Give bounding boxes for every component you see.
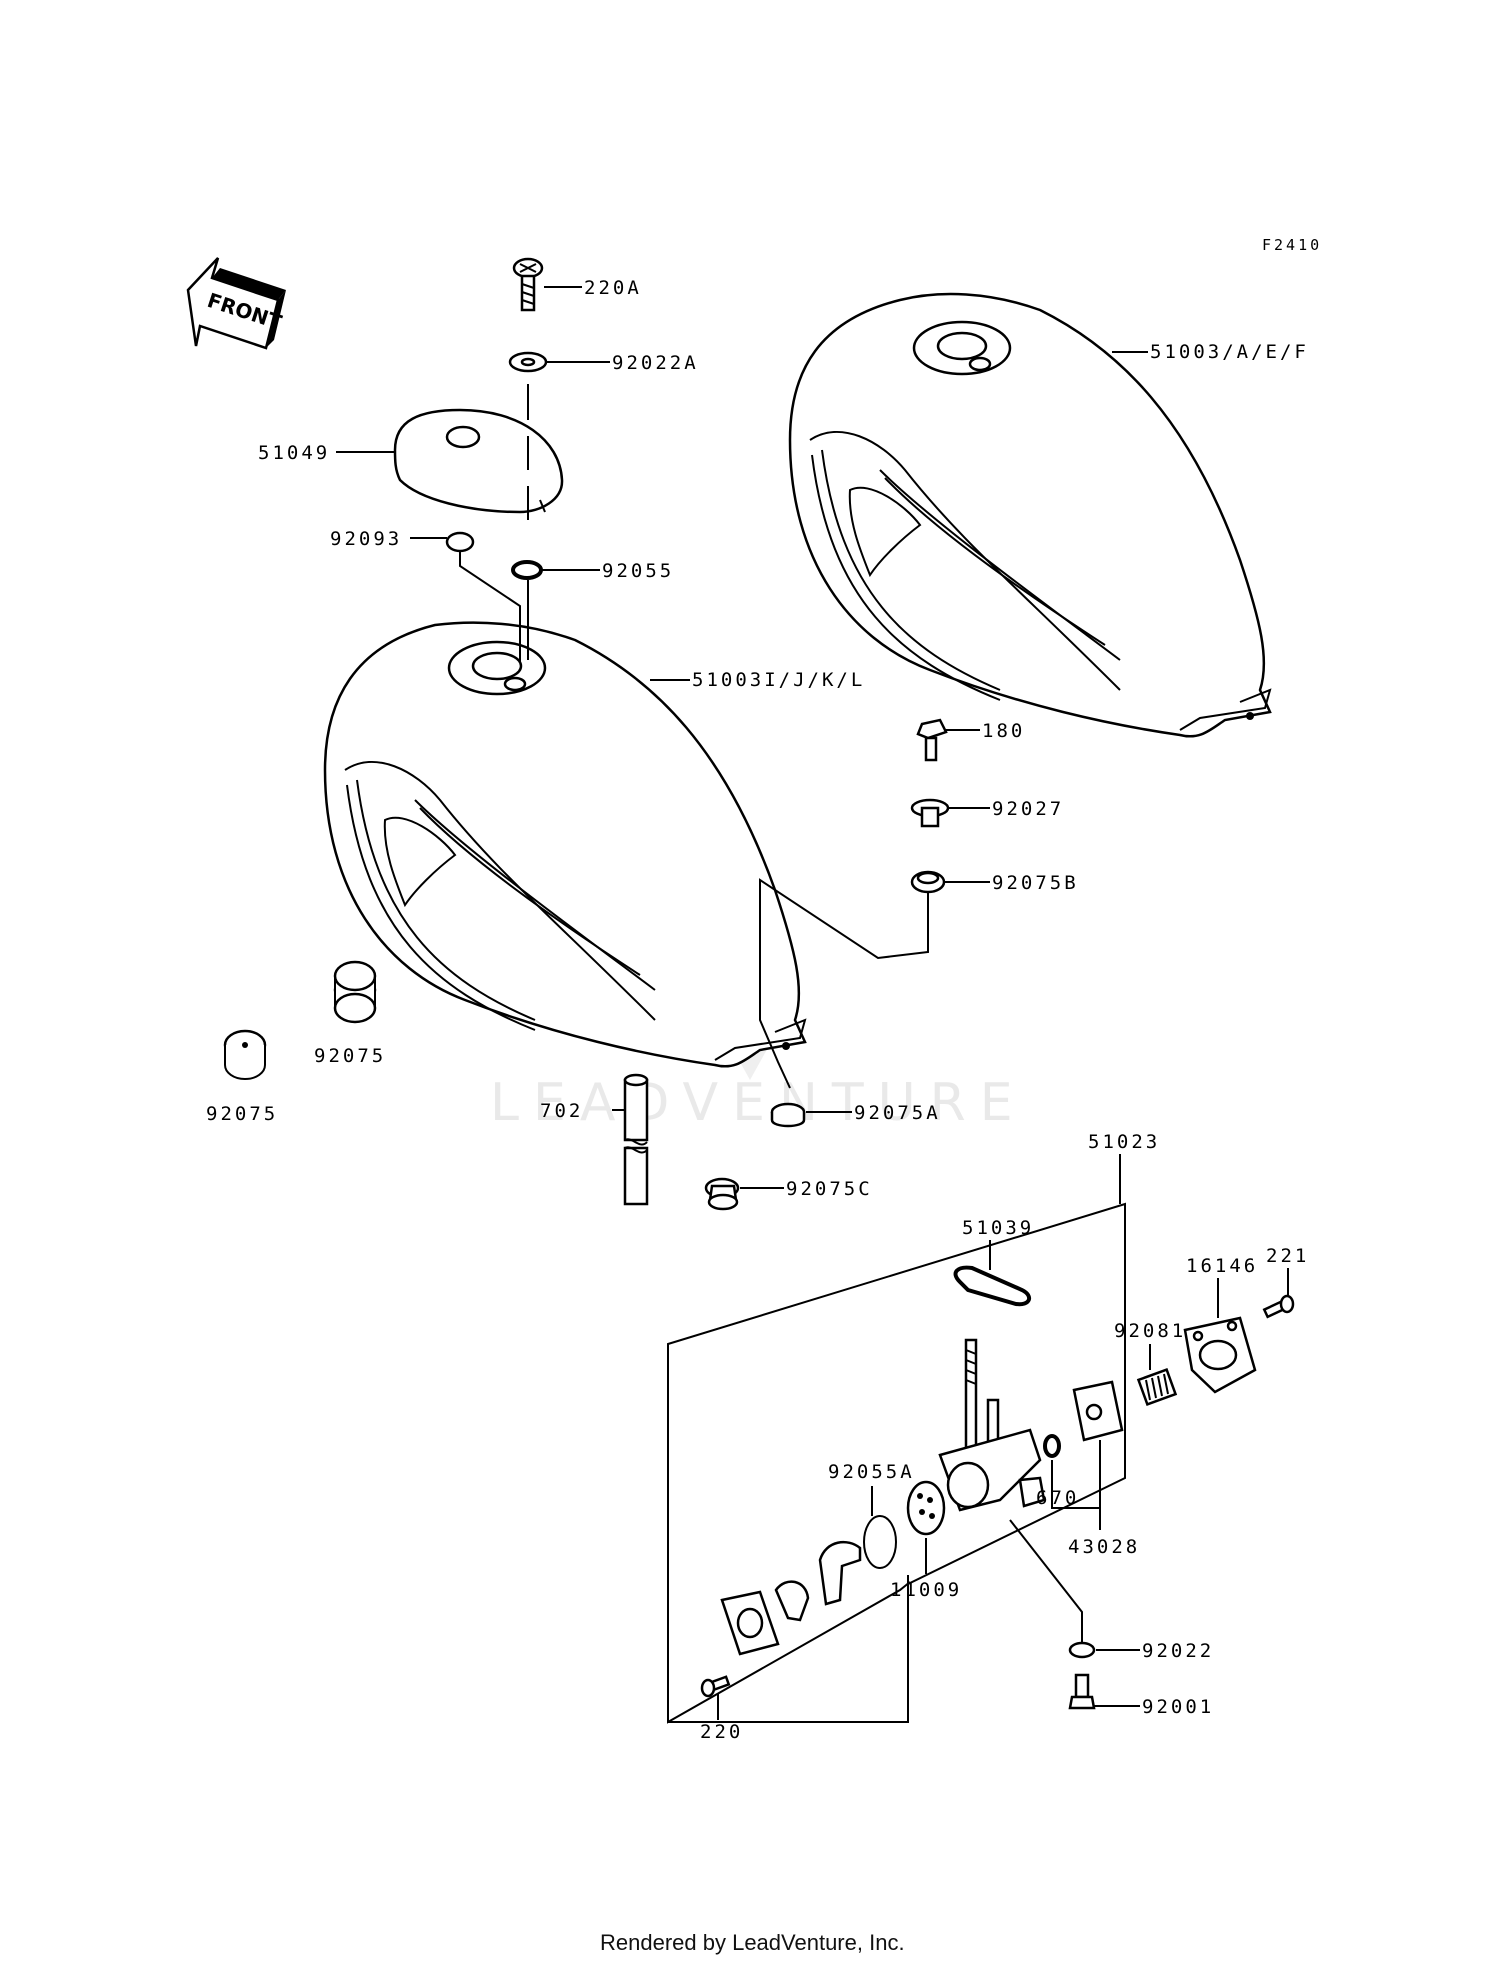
gasket-51039 bbox=[953, 1265, 1032, 1307]
label-16146: 16146 bbox=[1186, 1255, 1258, 1277]
cover-16146 bbox=[1183, 1316, 1257, 1394]
damper-92075C bbox=[704, 1177, 740, 1211]
fuel-tank-upper bbox=[788, 292, 1272, 738]
label-43028: 43028 bbox=[1068, 1536, 1140, 1558]
label-92093: 92093 bbox=[330, 528, 402, 550]
fuel-tank-lower bbox=[323, 621, 807, 1068]
label-51049: 51049 bbox=[258, 442, 330, 464]
damper-92075A bbox=[770, 1102, 806, 1128]
cap-cover-51049 bbox=[393, 408, 564, 514]
label-92075B: 92075B bbox=[992, 872, 1079, 894]
label-180: 180 bbox=[982, 720, 1025, 742]
footer-credit: Rendered by LeadVenture, Inc. bbox=[600, 1930, 905, 1955]
spring-92081 bbox=[1136, 1368, 1178, 1406]
label-220A: 220A bbox=[584, 277, 642, 299]
plate-gasket bbox=[720, 1590, 780, 1656]
label-51039: 51039 bbox=[962, 1217, 1034, 1239]
label-221: 221 bbox=[1266, 1245, 1309, 1267]
label-92075-right: 92075 bbox=[314, 1045, 386, 1067]
label-92075A: 92075A bbox=[854, 1102, 941, 1124]
label-92027: 92027 bbox=[992, 798, 1064, 820]
label-92075-left: 92075 bbox=[206, 1103, 278, 1125]
label-92055A: 92055A bbox=[828, 1461, 915, 1483]
bolt-180 bbox=[916, 718, 948, 762]
damper-92075-right bbox=[333, 960, 377, 1024]
label-92022: 92022 bbox=[1142, 1640, 1214, 1662]
bolt-92001 bbox=[1068, 1673, 1096, 1710]
cap-bolt-220A bbox=[512, 257, 544, 312]
label-92081: 92081 bbox=[1114, 1320, 1186, 1342]
label-92055: 92055 bbox=[602, 560, 674, 582]
label-220: 220 bbox=[700, 1721, 743, 1743]
collar-92027 bbox=[910, 798, 950, 828]
screw-220 bbox=[700, 1675, 731, 1698]
label-670: 670 bbox=[1036, 1487, 1079, 1509]
damper-92075B bbox=[910, 870, 946, 894]
label-51023: 51023 bbox=[1088, 1131, 1160, 1153]
label-92075C: 92075C bbox=[786, 1178, 873, 1200]
label-92001: 92001 bbox=[1142, 1696, 1214, 1718]
oring-92055A bbox=[863, 1515, 897, 1569]
fuel-cock-body bbox=[938, 1338, 1046, 1512]
grommet-92093 bbox=[445, 531, 475, 553]
oring-92055 bbox=[511, 560, 543, 580]
label-702: 702 bbox=[540, 1100, 583, 1122]
damper-92075-left bbox=[223, 1029, 267, 1080]
label-51003-a-e-f: 51003/A/E/F bbox=[1150, 341, 1309, 363]
washer-92022 bbox=[1068, 1641, 1096, 1659]
lever-part bbox=[774, 1540, 862, 1622]
leader-lines bbox=[336, 286, 1289, 1720]
watermark-text: LEADVENTURE bbox=[490, 1073, 1027, 1133]
screw-221 bbox=[1262, 1294, 1295, 1319]
diagram-code: F2410 bbox=[1262, 236, 1322, 254]
front-arrow: FRONT bbox=[186, 257, 286, 350]
pipe-702 bbox=[623, 1073, 649, 1206]
label-92022A: 92022A bbox=[612, 352, 699, 374]
diaphragm-43028 bbox=[1072, 1380, 1124, 1442]
filter-11009 bbox=[906, 1480, 946, 1536]
oring-670 bbox=[1043, 1434, 1061, 1458]
label-11009: 11009 bbox=[890, 1579, 962, 1601]
label-51003-i-j-k-l: 51003I/J/K/L bbox=[692, 669, 865, 691]
